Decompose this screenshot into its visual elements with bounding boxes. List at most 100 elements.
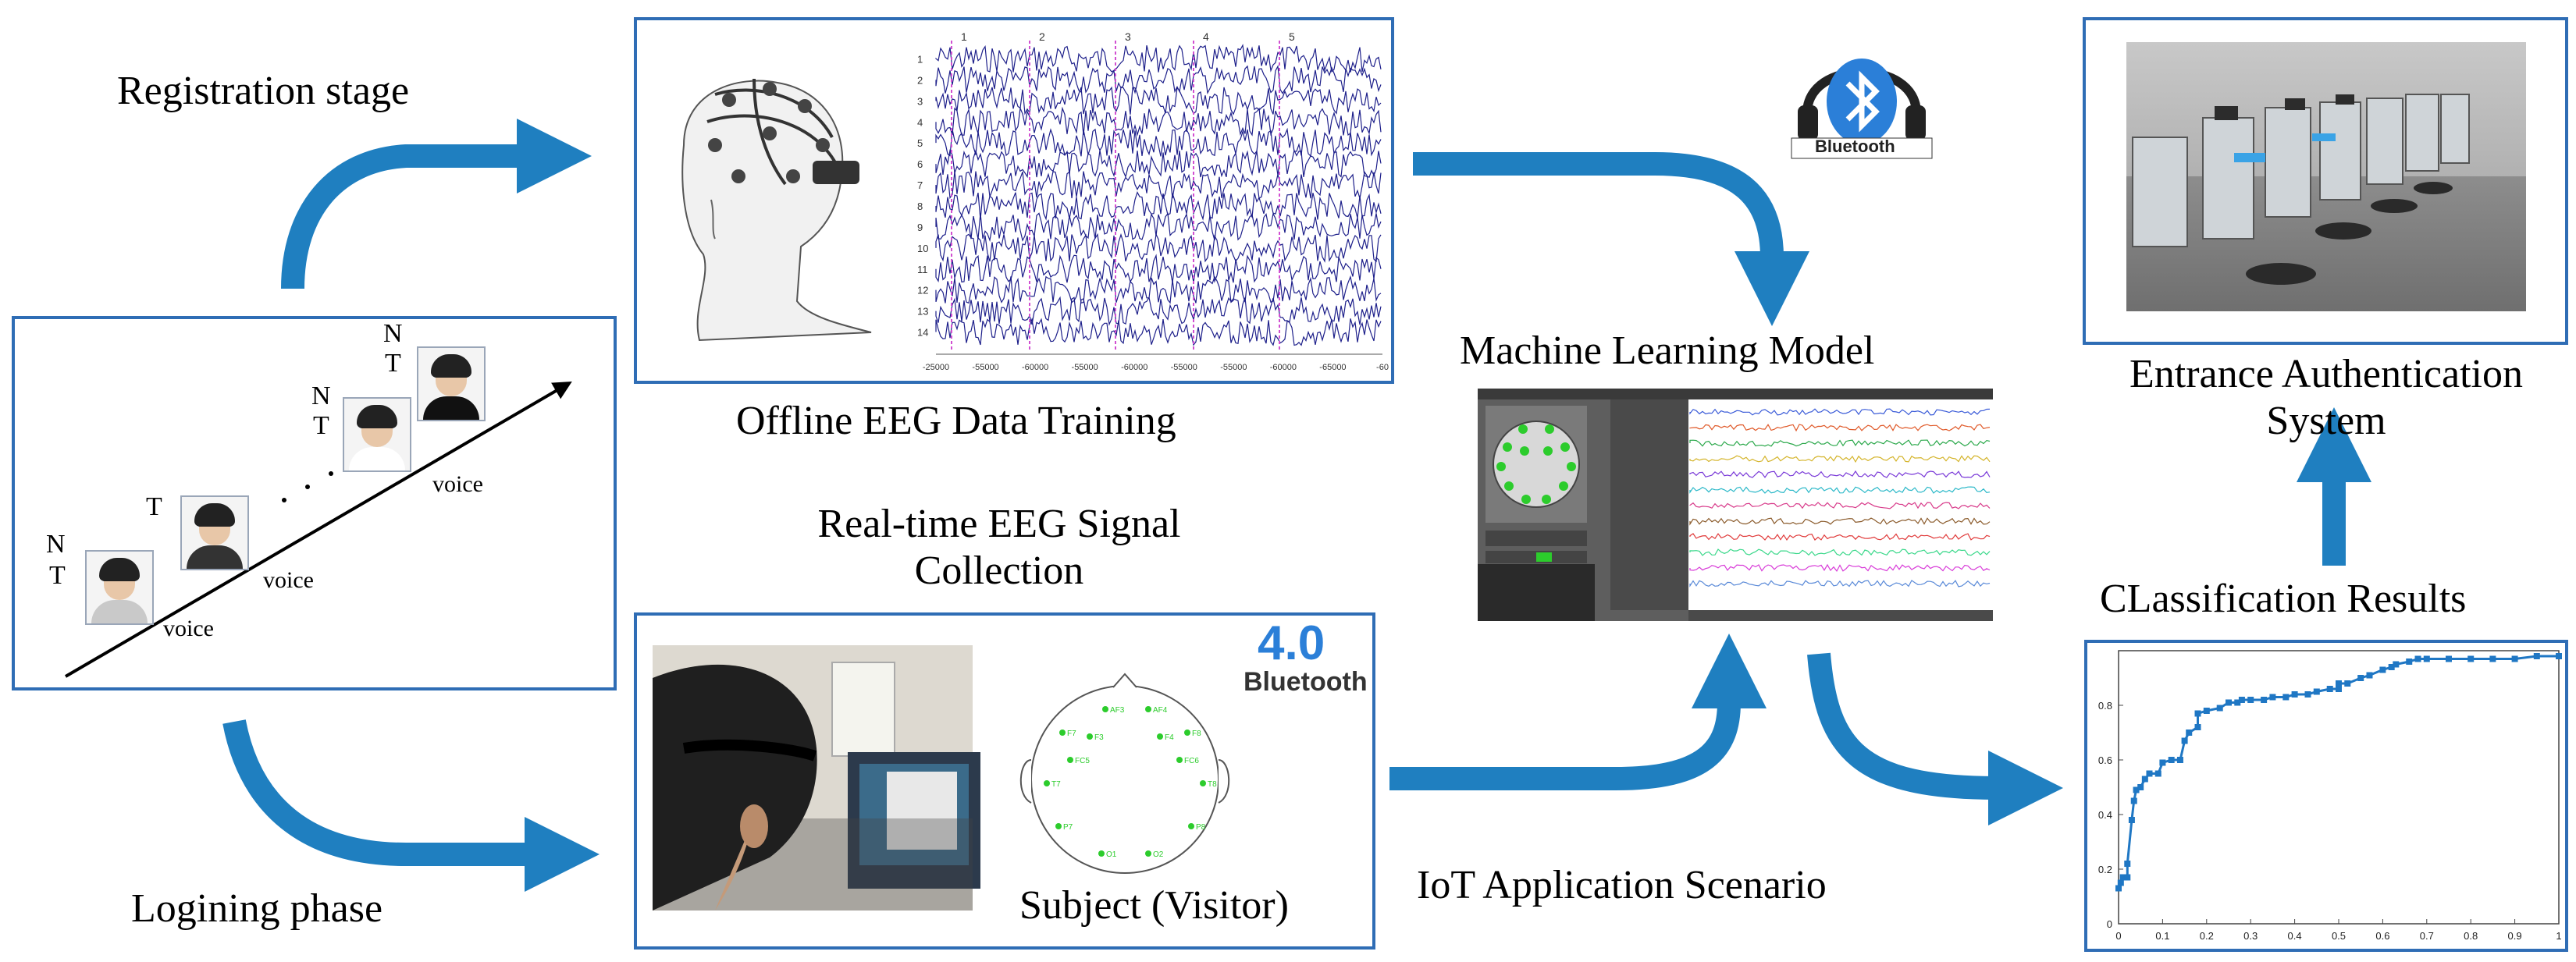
face-3-letter-n: N (311, 382, 331, 410)
electrode-dot (1157, 733, 1163, 740)
ml-model-app-svg (1478, 389, 1993, 621)
eeg-channel-number: 2 (917, 74, 923, 86)
eeg-channel-number: 12 (917, 285, 928, 296)
electrode-dot (1188, 823, 1194, 829)
roc-point (2216, 705, 2223, 712)
roc-point (2238, 697, 2245, 703)
iot-scenario-label: IoT Application Scenario (1417, 863, 1827, 907)
eeg-trace (935, 64, 1382, 95)
roc-point (2489, 655, 2496, 662)
roc-point (2388, 664, 2395, 670)
roc-point (2406, 658, 2413, 665)
roc-point (2117, 879, 2124, 886)
registration-stage-label: Registration stage (117, 69, 410, 113)
eeg-trace (935, 106, 1382, 137)
face-2-letter-t: T (146, 492, 162, 521)
eeg-channel-number: 6 (917, 158, 923, 170)
roc-point (2379, 666, 2386, 673)
face-4-letter-n: N (383, 319, 403, 348)
electrode-label: T8 (1208, 780, 1217, 789)
roc-y-tick-label: 0.2 (2098, 864, 2112, 875)
roc-x-tick-label: 0.2 (2200, 930, 2214, 942)
roc-point (2159, 759, 2166, 766)
electrode-label: O1 (1106, 850, 1117, 859)
roc-point (2186, 729, 2193, 736)
face-4-letter-t: T (385, 349, 401, 378)
classification-results-label: CLassification Results (2100, 577, 2467, 621)
eeg-x-tick-label: -60000 (1270, 363, 1297, 372)
eeg-trace (935, 149, 1382, 179)
realtime-line-2: Collection (914, 548, 1084, 593)
face-1-letter-n: N (46, 530, 66, 559)
eeg-channel-number: 7 (917, 179, 923, 191)
electrode-label: AF4 (1153, 706, 1168, 715)
face-photo-2 (180, 495, 249, 570)
roc-y-tick-label: 0.4 (2098, 809, 2112, 821)
eeg-trace (935, 317, 1382, 346)
roc-x-tick-label: 0.1 (2155, 930, 2169, 942)
entrance-gates-illustration (2126, 42, 2526, 311)
subject-visitor-label: Subject (Visitor) (1019, 883, 1289, 928)
eeg-trace (935, 212, 1382, 243)
roc-point (2119, 874, 2126, 881)
electrode-dot (1067, 757, 1073, 763)
eeg-x-tick-label: -55000 (1072, 363, 1098, 372)
roc-point (2133, 786, 2140, 793)
eeg-x-tick-label: -55000 (972, 363, 998, 372)
electrode-label: P7 (1063, 823, 1073, 832)
ml-trace (1689, 424, 1991, 432)
ml-trace (1689, 580, 1991, 587)
eeg-event-label: 3 (1125, 30, 1131, 43)
roc-x-tick-label: 0.7 (2420, 930, 2434, 942)
roc-point (2234, 699, 2241, 706)
roc-x-tick-label: 0.6 (2375, 930, 2389, 942)
roc-plot-area (2118, 650, 2560, 925)
electrode-dot (1044, 780, 1050, 786)
ml-trace (1689, 408, 1991, 416)
eeg-event-label: 1 (961, 30, 967, 43)
face-photo-3 (343, 397, 411, 472)
eeg-channel-number: 4 (917, 116, 923, 128)
roc-point (2304, 691, 2311, 698)
voice-label-1: voice (163, 616, 214, 641)
electrode-dot (1184, 729, 1190, 736)
electrode-label: T7 (1051, 780, 1061, 789)
eeg-x-tick-label: -60000 (1121, 363, 1147, 372)
roc-point (2326, 686, 2333, 692)
ml-trace (1689, 563, 1991, 572)
electrode-label: P8 (1196, 823, 1206, 832)
bluetooth-icon (1791, 59, 1933, 159)
eeg-channel-number: 9 (917, 222, 923, 233)
roc-point (2414, 655, 2421, 662)
eeg-trace (935, 296, 1382, 326)
roc-x-tick-label: 0.8 (2464, 930, 2478, 942)
ml-trace (1689, 502, 1991, 509)
roc-point (2146, 770, 2153, 777)
eeg-trace (935, 86, 1382, 115)
roc-y-tick-label: 0 (2107, 918, 2112, 930)
roc-point (2124, 861, 2131, 867)
realtime-collection-label: Real-time EEG Signal Collection (765, 501, 1233, 595)
electrode-dot (1098, 850, 1105, 857)
eeg-trace (935, 190, 1382, 221)
electrode-label: F8 (1192, 729, 1201, 738)
roc-point (2366, 672, 2373, 679)
electrode-label: FC6 (1184, 757, 1199, 765)
ml-model-label: Machine Learning Model (1460, 328, 1875, 373)
roc-point (2467, 655, 2475, 662)
voice-label-2: voice (263, 567, 314, 593)
eeg-trace (935, 44, 1382, 73)
roc-point (2261, 697, 2268, 703)
electrode-dot (1200, 780, 1206, 786)
roc-point (2393, 661, 2400, 668)
ml-trace (1689, 486, 1991, 494)
roc-point (2423, 655, 2430, 662)
face-photo-4 (417, 346, 486, 421)
realtime-line-1: Real-time EEG Signal (817, 502, 1181, 546)
roc-point (2194, 710, 2201, 717)
roc-point (2344, 680, 2351, 687)
